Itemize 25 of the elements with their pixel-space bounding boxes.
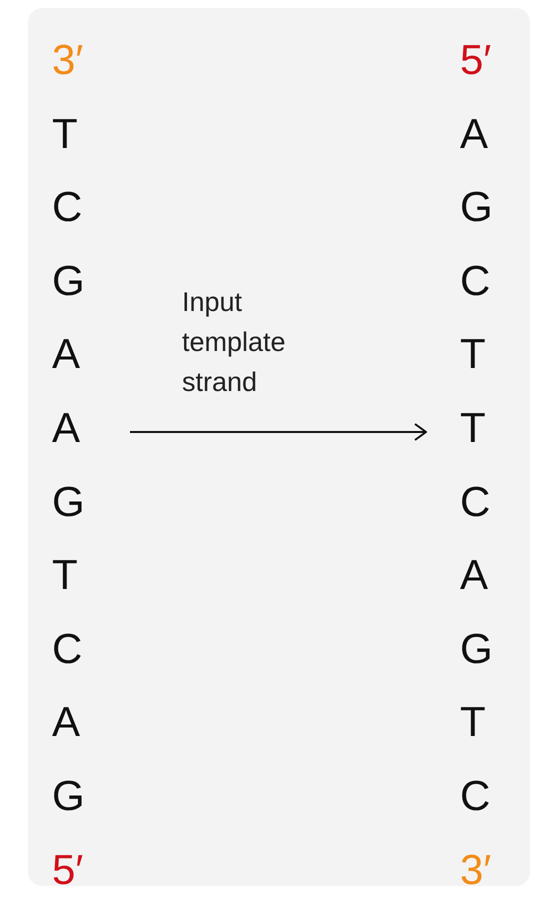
nucleotide-letter: A	[52, 403, 80, 453]
nucleotide-letter: C	[52, 624, 82, 674]
nucleotide-letter: T	[460, 329, 486, 380]
nucleotide-letter: T	[460, 697, 486, 748]
strand-end-label: 3′	[52, 35, 84, 85]
nucleotide-letter: T	[460, 403, 486, 453]
nucleotide-letter: T	[52, 108, 78, 159]
nucleotide-letter: G	[460, 182, 493, 232]
strand-end-label: 5′	[52, 844, 84, 895]
strand-end-label: 3′	[460, 844, 492, 895]
nucleotide-letter: G	[460, 624, 493, 674]
nucleotide-letter: C	[460, 771, 490, 821]
nucleotide-letter: G	[52, 771, 85, 821]
nucleotide-letter: A	[460, 550, 488, 600]
nucleotide-letter: G	[52, 476, 85, 527]
nucleotide-letter: C	[460, 476, 490, 527]
arrow	[130, 423, 427, 441]
nucleotide-letter: G	[52, 256, 85, 306]
nucleotide-letter: A	[52, 697, 80, 748]
nucleotide-letter: T	[52, 550, 78, 600]
strand-end-label: 5′	[460, 35, 492, 85]
nucleotide-letter: A	[460, 108, 488, 159]
nucleotide-letter: A	[52, 329, 80, 380]
nucleotide-letter: C	[460, 256, 490, 306]
nucleotide-letter: C	[52, 182, 82, 232]
